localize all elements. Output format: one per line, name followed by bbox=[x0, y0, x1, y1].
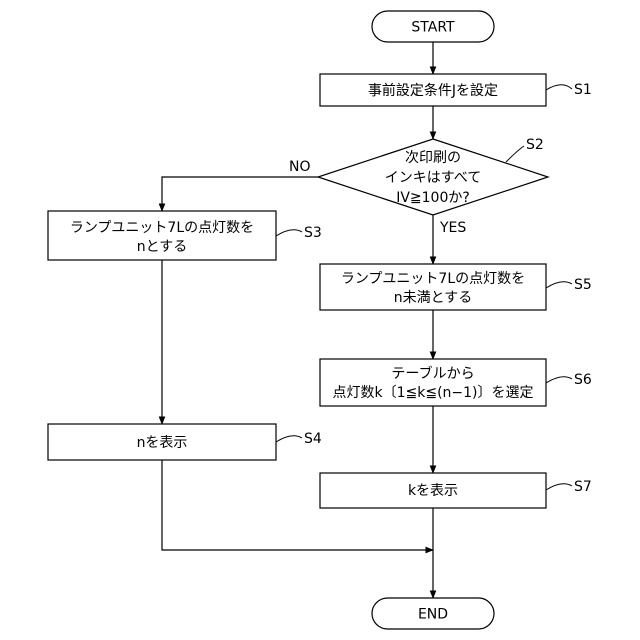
s5-text-line2: n未満とする bbox=[394, 290, 472, 306]
s2-text-line2: インキはすべて bbox=[385, 170, 481, 186]
s5-leader bbox=[546, 282, 572, 288]
step-s1: 事前設定条件Jを設定 S1 bbox=[320, 74, 592, 106]
decision-s2: 次印刷の インキはすべて IV≧100か? S2 NO YES bbox=[289, 137, 548, 236]
start-node: START bbox=[372, 11, 494, 42]
yes-branch-label: YES bbox=[439, 220, 466, 236]
s1-step-label: S1 bbox=[574, 82, 592, 98]
step-s3: ランプユニット7Lの点灯数を nとする S3 bbox=[48, 211, 322, 260]
s4-step-label: S4 bbox=[304, 431, 322, 447]
step-s6: テーブルから 点灯数k〔1≦k≦(n−1)〕を選定 S6 bbox=[320, 359, 592, 406]
end-node: END bbox=[372, 598, 494, 629]
connectors bbox=[162, 42, 433, 598]
s7-leader bbox=[546, 484, 572, 490]
s7-text: kを表示 bbox=[408, 483, 458, 499]
s3-leader bbox=[276, 230, 302, 236]
s3-text-line1: ランプユニット7Lの点灯数を bbox=[70, 220, 254, 236]
s1-text: 事前設定条件Jを設定 bbox=[368, 82, 498, 99]
end-label: END bbox=[418, 607, 448, 623]
start-label: START bbox=[411, 20, 455, 36]
s2-step-label: S2 bbox=[526, 137, 544, 153]
s6-text-line1: テーブルから bbox=[391, 365, 474, 382]
s6-step-label: S6 bbox=[574, 372, 592, 388]
s4-leader bbox=[276, 436, 302, 442]
step-s7: kを表示 S7 bbox=[320, 473, 592, 508]
s2-leader bbox=[506, 146, 524, 162]
s2-text-line1: 次印刷の bbox=[405, 150, 461, 166]
s5-text-line1: ランプユニット7Lの点灯数を bbox=[341, 271, 525, 287]
s3-text-line2: nとする bbox=[137, 239, 187, 255]
s3-step-label: S3 bbox=[304, 225, 322, 241]
s5-step-label: S5 bbox=[574, 277, 592, 293]
step-s4: nを表示 S4 bbox=[48, 424, 322, 460]
s4-text: nを表示 bbox=[137, 435, 188, 451]
step-s5: ランプユニット7Lの点灯数を n未満とする S5 bbox=[320, 264, 592, 310]
s7-step-label: S7 bbox=[574, 479, 592, 495]
edge-s2-s3 bbox=[162, 177, 318, 211]
s6-leader bbox=[546, 377, 572, 383]
no-branch-label: NO bbox=[289, 159, 311, 175]
s2-text-line3: IV≧100か? bbox=[396, 190, 470, 206]
s6-text-line2: 点灯数k〔1≦k≦(n−1)〕を選定 bbox=[332, 385, 533, 401]
s1-leader bbox=[546, 85, 572, 90]
